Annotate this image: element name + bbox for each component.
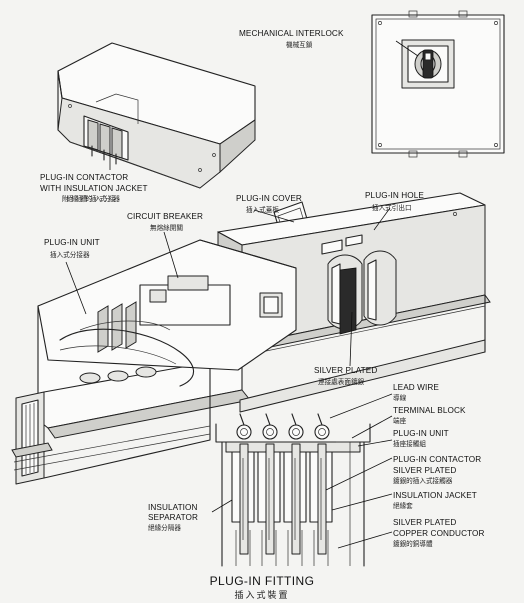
plug-in-unit-open: [37, 239, 297, 387]
label-lead-wire-en: LEAD WIRE: [393, 383, 439, 392]
label-silver-plated-copper-en1: SILVER PLATED: [393, 518, 456, 527]
label-plug-in-cover-en: PLUG-IN COVER: [236, 194, 302, 203]
label-circuit-breaker: CIRCUIT BREAKER 無熔絲開關: [127, 212, 203, 232]
label-plug-in-unit: PLUG-IN UNIT 插入式分接器: [44, 238, 100, 259]
label-insulation-separator: INSULATION SEPARATOR 絕緣分隔器: [148, 503, 198, 532]
label-plug-in-hole-zh: 插入式引出口: [372, 203, 412, 212]
label-plug-in-contactor-en1: PLUG-IN CONTACTOR: [40, 173, 128, 182]
plug-in-hole-contacts: [327, 250, 397, 335]
label-plug-in-hole-en: PLUG-IN HOLE: [365, 191, 424, 200]
label-lead-wire: LEAD WIRE 導線: [393, 383, 439, 402]
label-plug-in-hole: PLUG-IN HOLE 插入式引出口: [365, 191, 424, 212]
label-silver-plated-en: SILVER PLATED: [314, 366, 377, 375]
label-plug-in-unit-en: PLUG-IN UNIT: [44, 238, 100, 247]
label-plug-in-cover: PLUG-IN COVER 插入式蓋板: [236, 194, 302, 214]
label-plug-in-contactor-zh: 附絕緣插槽的插入式分接器: [62, 194, 120, 203]
label-terminal-block: TERMINAL BLOCK 端座: [393, 406, 466, 425]
label-insulation-separator-en2: SEPARATOR: [148, 513, 198, 522]
leader-lines: [65, 40, 419, 549]
label-silver-plated-copper-zh: 鍍銀的銅導體: [393, 539, 433, 548]
label-mechanical-interlock: MECHANICAL INTERLOCK 機械互鎖: [239, 29, 344, 49]
label-plug-in-unit-detail-zh: 插座接觸組: [393, 439, 426, 448]
label-lead-wire-zh: 導線: [393, 393, 407, 402]
label-silver-plated: SILVER PLATED 連接處表面鍍銀: [314, 366, 377, 386]
plug-in-fitting-detail: [215, 413, 371, 567]
mechanical-interlock-plate: [371, 10, 505, 158]
label-plug-in-unit-detail: PLUG-IN UNIT 插座接觸組: [393, 429, 449, 448]
label-plug-in-contactor-silver-zh: 鍍銀的插入式接觸器: [393, 476, 453, 485]
label-plug-in-contactor-silver: PLUG-IN CONTACTOR SILVER PLATED 鍍銀的插入式接觸…: [393, 455, 481, 485]
label-plug-in-unit-zh: 插入式分接器: [50, 250, 90, 259]
caption-subtitle: 插入式裝置: [234, 589, 289, 601]
label-plug-in-contactor-en2: WITH INSULATION JACKET: [40, 184, 148, 193]
label-plug-in-contactor-silver-en2: SILVER PLATED: [393, 466, 456, 475]
label-insulation-jacket: INSULATION JACKET 絕緣套: [393, 491, 477, 510]
label-insulation-jacket-zh: 絕緣套: [393, 501, 413, 510]
label-insulation-separator-en1: INSULATION: [148, 503, 198, 512]
label-silver-plated-copper-en2: COPPER CONDUCTOR: [393, 529, 485, 538]
label-plug-in-unit-detail-en: PLUG-IN UNIT: [393, 429, 449, 438]
label-terminal-block-en: TERMINAL BLOCK: [393, 406, 466, 415]
label-plug-in-contactor-jacket: PLUG-IN CONTACTOR WITH INSULATION JACKET…: [40, 173, 148, 203]
label-circuit-breaker-zh: 無熔絲開關: [150, 223, 183, 232]
diagram-caption: PLUG-IN FITTING 插入式裝置: [210, 574, 315, 601]
label-mechanical-interlock-en: MECHANICAL INTERLOCK: [239, 29, 344, 38]
label-silver-plated-copper: SILVER PLATED COPPER CONDUCTOR 鍍銀的銅導體: [393, 518, 485, 548]
label-plug-in-contactor-silver-en1: PLUG-IN CONTACTOR: [393, 455, 481, 464]
label-insulation-jacket-en: INSULATION JACKET: [393, 491, 477, 500]
label-silver-plated-zh: 連接處表面鍍銀: [318, 377, 365, 386]
label-mechanical-interlock-zh: 機械互鎖: [286, 40, 313, 49]
label-terminal-block-zh: 端座: [393, 416, 407, 425]
label-circuit-breaker-en: CIRCUIT BREAKER: [127, 212, 203, 221]
label-insulation-separator-zh: 絕緣分隔器: [148, 523, 181, 532]
label-plug-in-cover-zh: 插入式蓋板: [246, 205, 279, 214]
caption-title: PLUG-IN FITTING: [210, 574, 315, 588]
plug-in-unit-lid: [57, 42, 256, 189]
